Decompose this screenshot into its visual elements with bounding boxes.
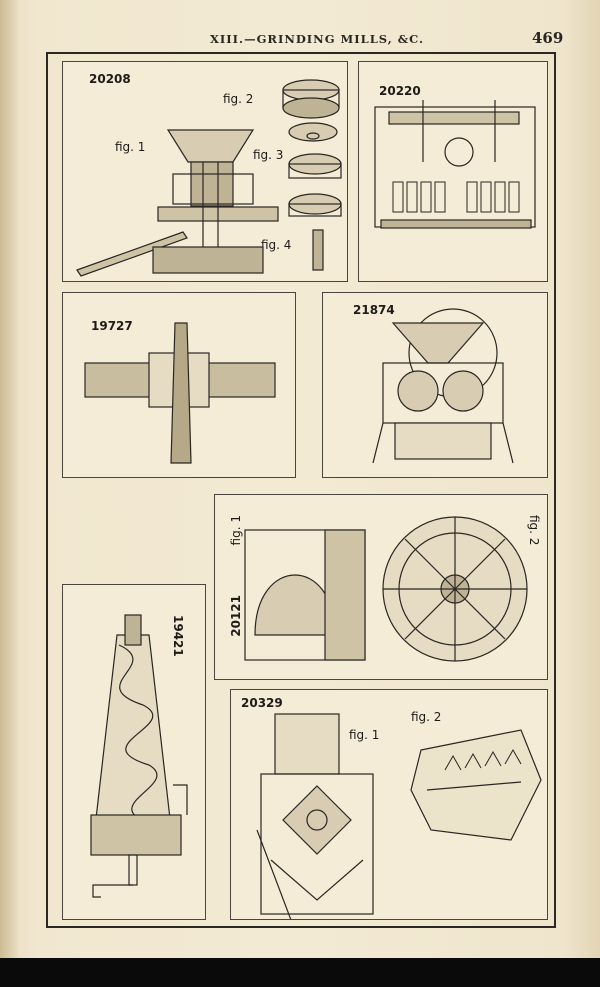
fig-label: fig. 3 bbox=[253, 148, 284, 162]
illustration-plate: 20208 fig. 2 fig. 1 fig. 3 fig. 4 bbox=[46, 52, 556, 928]
figure-number: 19421 bbox=[171, 615, 185, 657]
mill-drawing bbox=[372, 308, 514, 464]
mill-drawing bbox=[256, 713, 542, 919]
book-page: XIII.—GRINDING MILLS, &C. 469 20208 fig.… bbox=[0, 0, 600, 958]
figure-number: 20208 bbox=[89, 72, 131, 86]
page-spine-shadow bbox=[0, 0, 18, 958]
figure-number: 20329 bbox=[241, 696, 283, 710]
figure-number: 21874 bbox=[353, 303, 395, 317]
page-number: 469 bbox=[532, 29, 564, 47]
figure-20121: 20121 fig. 1 fig. 2 bbox=[214, 494, 548, 680]
fig-label: fig. 2 bbox=[411, 710, 442, 724]
mill-drawing bbox=[244, 516, 528, 662]
figure-19421: 19421 bbox=[62, 584, 206, 920]
page-header: XIII.—GRINDING MILLS, &C. 469 bbox=[0, 29, 600, 50]
fig-label: fig. 2 bbox=[527, 515, 541, 546]
figure-20329: 20329 fig. 1 fig. 2 bbox=[230, 689, 548, 920]
mill-drawing bbox=[76, 79, 342, 277]
mill-drawing bbox=[84, 322, 276, 464]
figure-21874: 21874 bbox=[322, 292, 548, 478]
fig-label: fig. 2 bbox=[223, 92, 254, 106]
figure-20208: 20208 fig. 2 fig. 1 fig. 3 fig. 4 bbox=[62, 61, 348, 282]
fig-label: fig. 1 bbox=[349, 728, 380, 742]
figure-number: 20220 bbox=[379, 84, 421, 98]
figure-19727: 19727 bbox=[62, 292, 296, 478]
mill-drawing bbox=[374, 100, 536, 229]
fig-label: fig. 4 bbox=[261, 238, 292, 252]
running-head: XIII.—GRINDING MILLS, &C. bbox=[210, 32, 425, 46]
fig-label: fig. 1 bbox=[115, 140, 146, 154]
mill-drawing bbox=[90, 614, 188, 898]
figure-number: 19727 bbox=[91, 319, 133, 333]
figure-20220: 20220 bbox=[358, 61, 548, 282]
